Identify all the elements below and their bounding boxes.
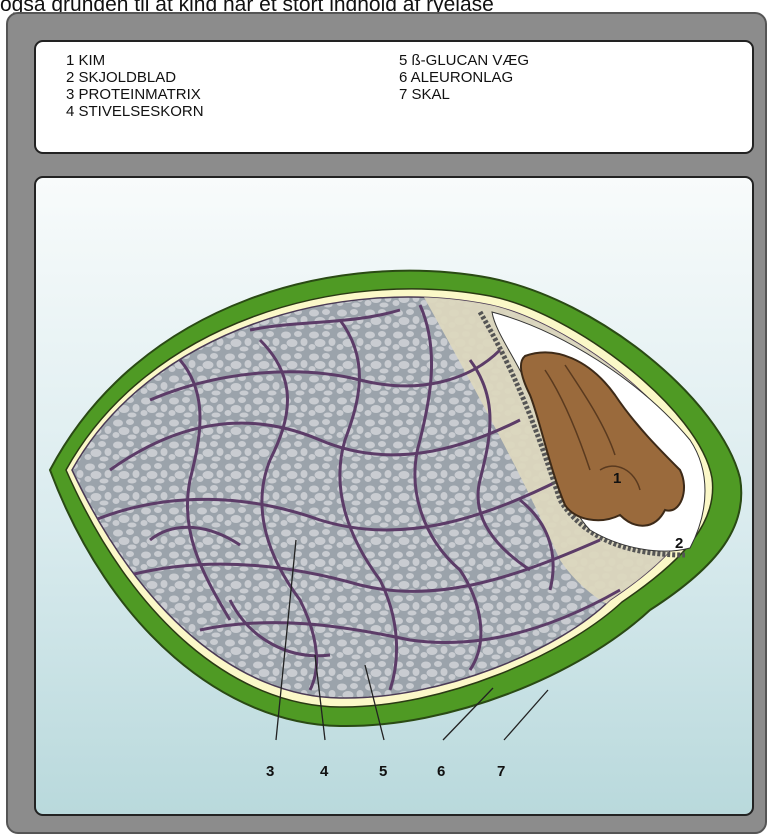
- label-number-6: 6: [437, 763, 445, 780]
- label-number-5: 5: [379, 763, 387, 780]
- label-number-3: 3: [266, 763, 274, 780]
- label-number-4: 4: [320, 763, 329, 780]
- label-number-1: 1: [613, 470, 621, 487]
- label-number-2: 2: [675, 535, 683, 552]
- label-number-7: 7: [497, 763, 505, 780]
